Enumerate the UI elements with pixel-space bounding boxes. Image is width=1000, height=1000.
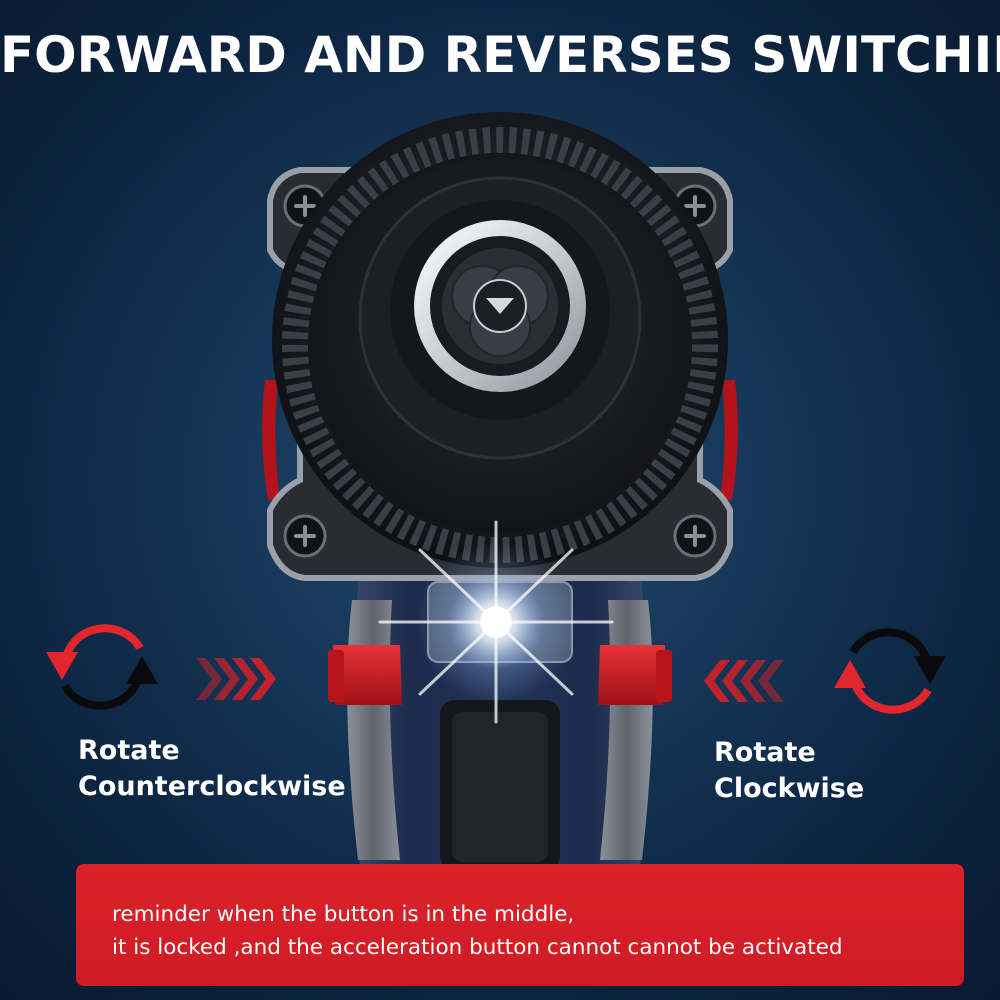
counterclockwise-label-line1: Rotate	[78, 735, 180, 766]
chevrons-left-icon	[704, 660, 784, 702]
clockwise-label-line2: Clockwise	[714, 773, 865, 804]
clockwise-label: Rotate Clockwise	[714, 735, 864, 807]
reminder-notice-box: reminder when the button is in the middl…	[76, 864, 964, 986]
chevrons-right-icon	[196, 658, 276, 700]
clockwise-rotation-icon	[834, 628, 946, 714]
counterclockwise-rotation-icon	[46, 624, 158, 710]
reminder-line2: it is locked ,and the acceleration butto…	[112, 935, 843, 960]
counterclockwise-label-line2: Counterclockwise	[78, 771, 346, 802]
counterclockwise-label: Rotate Counterclockwise	[78, 733, 346, 805]
reminder-line1: reminder when the button is in the middl…	[112, 902, 575, 927]
reminder-notice-text: reminder when the button is in the middl…	[112, 898, 843, 964]
page-title: FORWARD AND REVERSES SWITCHING	[0, 26, 1000, 84]
clockwise-label-line1: Rotate	[714, 737, 816, 768]
